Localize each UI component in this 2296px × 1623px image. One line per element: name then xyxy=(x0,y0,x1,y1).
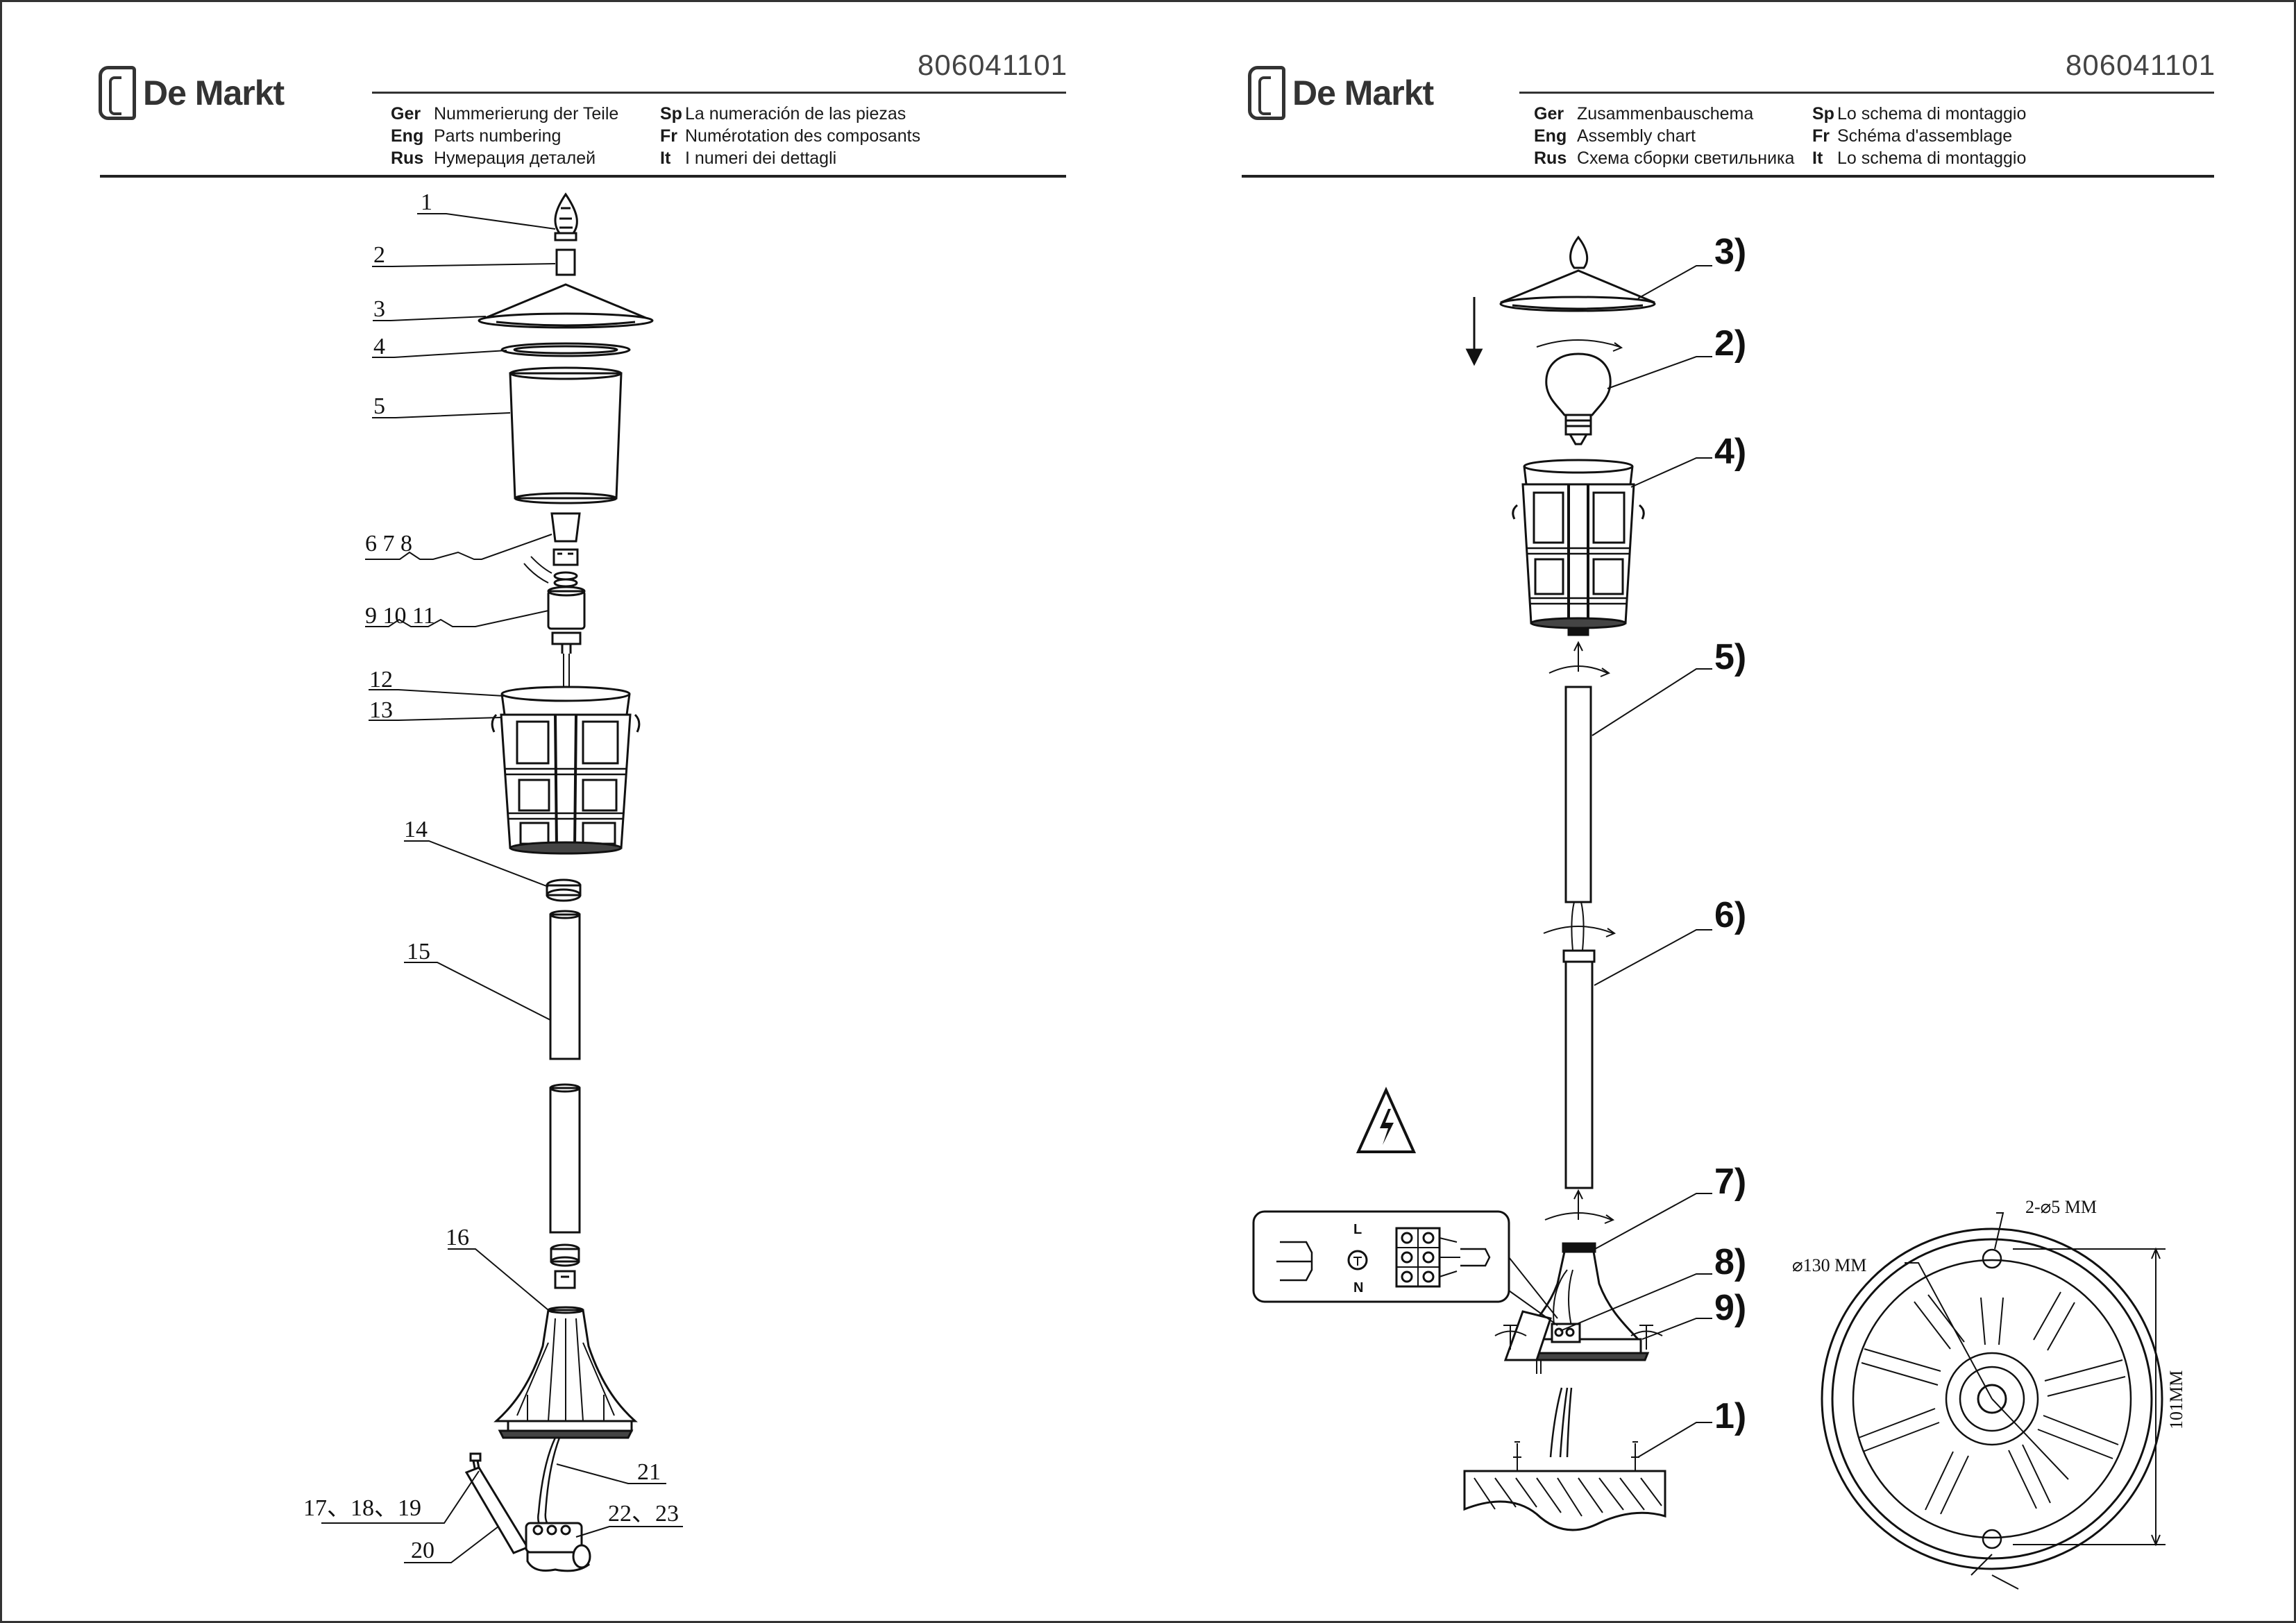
hole-dimension: 2-⌀5 MM xyxy=(2025,1197,2097,1217)
roof-cap-part xyxy=(478,283,654,329)
upper-pipe-part xyxy=(549,910,581,1060)
part-label: 9 10 11 xyxy=(365,603,435,629)
brand-logo: De Markt xyxy=(1248,64,1434,122)
part-label: 2 xyxy=(373,242,385,268)
down-arrow-icon xyxy=(1465,297,1483,366)
upper-pipe-part xyxy=(1564,686,1592,903)
product-code: 806041101 xyxy=(2066,49,2216,81)
header-bottom-rule xyxy=(100,175,1066,178)
step-label: 8) xyxy=(1714,1242,1746,1282)
rotate-arrow-icon xyxy=(1543,901,1617,951)
nut-part xyxy=(546,878,582,902)
electrical-hazard-icon xyxy=(1356,1087,1417,1153)
wiring-assembly-part xyxy=(464,1437,591,1572)
diameter-dimension: ⌀130 MM xyxy=(1792,1255,1866,1275)
part-label: 6 7 8 xyxy=(365,531,412,556)
part-label: 5 xyxy=(373,393,385,419)
step-label: 4) xyxy=(1714,432,1746,472)
exploded-parts-drawing: 1 2 3 4 5 6 7 8 9 10 11 12 13 14 15 16 2… xyxy=(303,189,683,1572)
supply-cable xyxy=(1549,1387,1573,1458)
mounting-surface xyxy=(1463,1441,1666,1531)
header-bottom-rule xyxy=(1242,175,2214,178)
neutral-terminal-label: N xyxy=(1353,1280,1363,1295)
part-label: 3 xyxy=(373,296,385,322)
logo-mark-icon xyxy=(1248,66,1285,120)
part-label: 22、23 xyxy=(608,1501,679,1527)
logo-text: De Markt xyxy=(1292,74,1434,112)
lower-pipe-part xyxy=(1562,949,1596,1189)
header-rule xyxy=(372,92,1066,94)
lamp-base-part xyxy=(1503,1242,1650,1374)
label-leaders xyxy=(321,213,683,1563)
step-label: 5) xyxy=(1714,637,1746,677)
header-rule xyxy=(1519,92,2214,94)
rotate-arrow-icon xyxy=(1536,339,1623,352)
product-code: 806041101 xyxy=(918,49,1068,81)
spacing-dimension: 101MM xyxy=(2166,1370,2186,1429)
part-label: 15 xyxy=(407,939,430,965)
roof-cap-part xyxy=(1499,235,1656,312)
coupling-nut-part xyxy=(550,1243,580,1289)
part-label: 4 xyxy=(373,334,385,359)
wiring-diagram-panel xyxy=(1252,1210,1558,1326)
part-label: 1 xyxy=(421,189,432,215)
part-label: 21 xyxy=(637,1459,661,1485)
glass-shade-part xyxy=(509,366,623,504)
part-label: 20 xyxy=(411,1538,434,1563)
step-label: 6) xyxy=(1714,895,1746,935)
base-plan-view xyxy=(1821,1212,2166,1590)
gasket-ring-part xyxy=(500,342,631,357)
step-label: 9) xyxy=(1714,1288,1746,1328)
finial-part xyxy=(554,192,578,241)
part-label: 16 xyxy=(446,1225,469,1250)
step-label: 3) xyxy=(1714,232,1746,272)
step-leaders xyxy=(1560,265,1712,1458)
live-terminal-label: L xyxy=(1353,1222,1362,1237)
rotate-arrow-icon xyxy=(1548,640,1611,677)
step-label: 7) xyxy=(1714,1162,1746,1202)
part-label: 12 xyxy=(369,667,393,692)
lamp-holder-part xyxy=(523,512,581,588)
spacer-part xyxy=(555,248,576,276)
lamp-base-part xyxy=(493,1306,638,1439)
assembly-drawing: 3) 2) 4) 5) 6) 7) 8) 9) 1) L N 2-⌀5 MM ⌀… xyxy=(1252,232,2186,1590)
lower-pipe-part xyxy=(549,1083,581,1234)
light-bulb-part xyxy=(1545,352,1612,445)
socket-part xyxy=(547,586,586,694)
logo-text: De Markt xyxy=(143,74,285,112)
part-label: 17、18、19 xyxy=(303,1495,421,1521)
rotate-arrow-icon xyxy=(1544,1189,1615,1224)
brand-logo: De Markt xyxy=(99,64,285,122)
part-label: 13 xyxy=(369,697,393,723)
lantern-body-part xyxy=(1512,459,1645,636)
logo-mark-icon xyxy=(99,66,136,120)
step-label: 2) xyxy=(1714,323,1746,364)
part-label: 14 xyxy=(404,817,428,842)
step-label: 1) xyxy=(1714,1396,1746,1436)
lantern-body-part xyxy=(491,686,641,855)
